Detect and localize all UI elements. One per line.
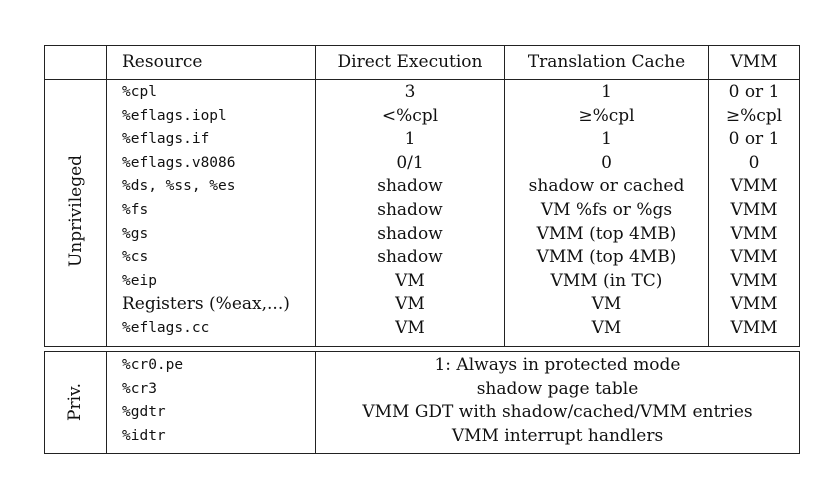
rule-header [44, 79, 800, 80]
cell-translation-cache: ≥%cpl [578, 105, 635, 126]
cell-resource: %cs [122, 249, 149, 266]
cell-direct: shadow [377, 200, 443, 220]
cell-direct: VM [395, 318, 425, 338]
cell-direct: 1 [404, 129, 416, 150]
cell-direct: 3 [404, 82, 416, 102]
cell-vmm: VMM [730, 223, 778, 244]
cell-translation-cache: 1 [601, 129, 612, 150]
cell-resource: %ds, %ss, %es [122, 178, 236, 195]
cell-vmm: VMM [730, 200, 778, 220]
rule-priv-col2 [315, 351, 316, 453]
cell-resource: %eflags.iopl [122, 107, 227, 124]
cell-vmm: 0 or 1 [728, 82, 780, 102]
cell-vmm: 0 or 1 [728, 129, 780, 150]
rule-unpriv-bottom [44, 346, 800, 347]
rule-bottom [44, 453, 800, 454]
rule-right [799, 45, 800, 346]
cell-direct: 0/1 [396, 152, 424, 173]
cell-translation-cache: VMM (top 4MB) [536, 223, 677, 244]
rule-top [44, 45, 800, 46]
rule-priv-right [799, 351, 800, 453]
cell-translation-cache: VM [591, 318, 622, 338]
header-translation-cache: Translation Cache [527, 52, 686, 72]
cell-translation-cache: 0 [601, 152, 612, 173]
cell-resource: %eflags.v8086 [122, 154, 236, 171]
cell-vmm: ≥%cpl [725, 105, 783, 126]
rule-col1 [106, 45, 107, 346]
resource-table: Resource Direct Execution Translation Ca… [44, 45, 800, 454]
cell-resource: %gdtr [122, 404, 166, 421]
header-vmm: VMM [730, 52, 778, 72]
cell-translation-cache: 1 [601, 82, 612, 102]
rule-col3 [504, 45, 505, 346]
cell-translation-cache: VM [591, 294, 622, 315]
rule-left [44, 45, 45, 346]
cell-vmm: VMM [730, 176, 778, 197]
cell-resource: %idtr [122, 427, 166, 444]
header-resource: Resource [122, 52, 203, 72]
cell-direct: shadow [377, 247, 443, 268]
cell-translation-cache: shadow or cached [528, 176, 685, 197]
cell-resource: %fs [122, 202, 149, 218]
rule-priv-col1 [106, 351, 107, 453]
cell-direct: VM [395, 270, 425, 291]
cell-resource: %cpl [122, 84, 157, 100]
section-label-unprivileged: Unprivileged [66, 154, 86, 268]
rule-col2 [315, 45, 316, 346]
cell-resource: Registers (%eax,...) [122, 294, 290, 315]
cell-privileged-value: VMM GDT with shadow/cached/VMM entries [362, 402, 753, 423]
header-direct-execution: Direct Execution [337, 52, 483, 72]
cell-vmm: VMM [730, 247, 778, 268]
cell-resource: %eflags.if [122, 131, 210, 148]
cell-resource: %gs [122, 225, 149, 242]
cell-privileged-value: VMM interrupt handlers [451, 425, 664, 446]
cell-translation-cache: VMM (in TC) [550, 270, 663, 291]
rule-col4 [708, 45, 709, 346]
cell-vmm: VMM [730, 318, 778, 338]
section-label-privileged: Priv. [65, 383, 85, 421]
cell-translation-cache: VMM (top 4MB) [536, 247, 677, 268]
cell-resource: %eip [122, 272, 157, 289]
rule-priv-top [44, 351, 800, 352]
cell-vmm: VMM [730, 294, 778, 315]
cell-privileged-value: 1: Always in protected mode [434, 355, 681, 375]
cell-resource: %cr3 [122, 380, 157, 397]
rule-priv-left [44, 351, 45, 453]
cell-vmm: VMM [730, 270, 778, 291]
cell-direct: VM [395, 294, 425, 315]
cell-direct: <%cpl [381, 105, 439, 126]
cell-translation-cache: VM %fs or %gs [540, 200, 673, 220]
cell-direct: shadow [377, 176, 443, 197]
cell-direct: shadow [377, 223, 443, 244]
cell-resource: %cr0.pe [122, 357, 184, 373]
cell-vmm: 0 [748, 152, 760, 173]
cell-privileged-value: shadow page table [476, 378, 639, 399]
cell-resource: %eflags.cc [122, 320, 210, 336]
